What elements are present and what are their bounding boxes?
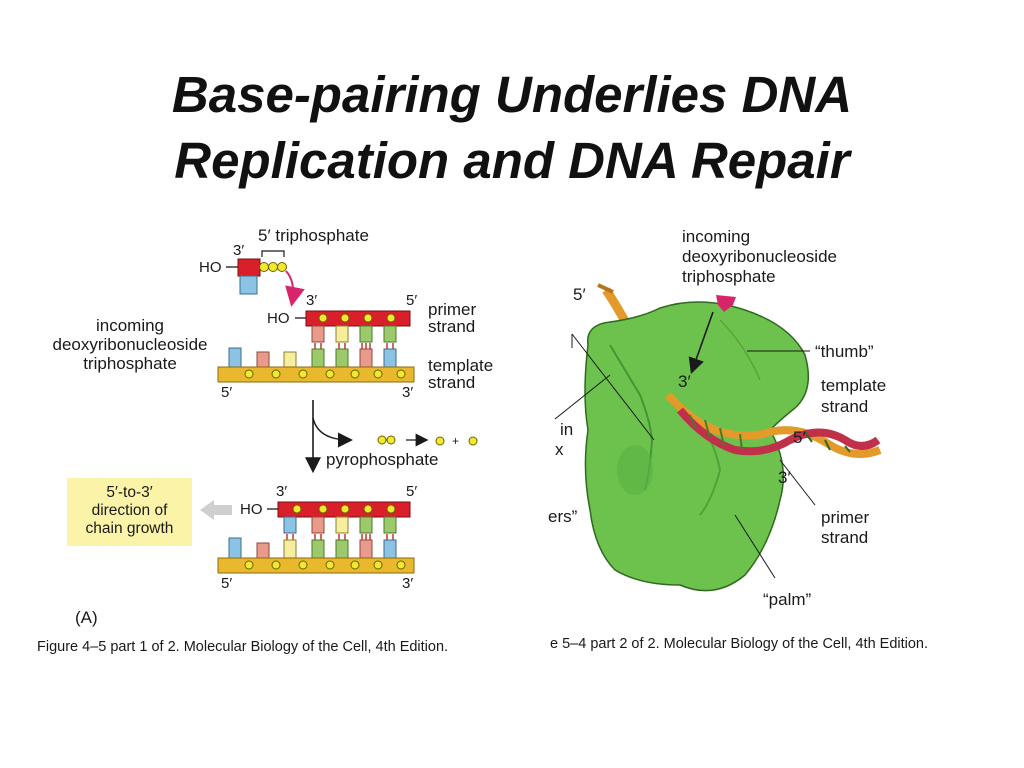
cut-label-ers: ers” bbox=[548, 507, 578, 526]
triphosphate-label: 5′ triphosphate bbox=[258, 226, 369, 245]
chain-growth-callout bbox=[67, 478, 192, 546]
three-prime-template-label: 3′ bbox=[402, 384, 414, 401]
title-line-1: Base-pairing Underlies DNA bbox=[171, 66, 853, 123]
polymerase-body bbox=[584, 301, 810, 592]
cut-label-in: in bbox=[560, 420, 574, 439]
panel-label-a: (A) bbox=[75, 608, 98, 627]
template-strand-label-1: template bbox=[428, 356, 494, 375]
template-b-label-1: template bbox=[821, 376, 887, 395]
cut-label-x: x bbox=[555, 440, 564, 459]
ho-bottom-label: HO bbox=[240, 501, 263, 518]
primer-strand-label-2: strand bbox=[428, 317, 476, 336]
upper-duplex bbox=[217, 310, 415, 383]
template-strand-label-2: strand bbox=[428, 373, 476, 392]
slide-title: Base-pairing Underlies DNA Replication a… bbox=[0, 62, 1024, 194]
incoming-a-label-3: triphosphate bbox=[83, 354, 177, 373]
incoming-nucleotide-3d bbox=[716, 295, 736, 312]
incoming-b-label-1: incoming bbox=[682, 227, 751, 246]
three-prime-bottom-template-label: 3′ bbox=[402, 575, 414, 592]
incoming-nucleotide-top bbox=[226, 250, 305, 307]
five-prime-top-b-label: 5′ bbox=[573, 285, 586, 304]
primer-b-label-2: strand bbox=[821, 528, 869, 547]
five-prime-primer-label: 5′ bbox=[406, 292, 418, 309]
callout-line-2: direction of bbox=[91, 502, 168, 519]
incoming-a-label-2: deoxyribonucleoside bbox=[52, 335, 208, 354]
five-prime-right-label: 5′ bbox=[793, 428, 806, 447]
incoming-arrow bbox=[285, 270, 305, 307]
pyrophosphate-label: pyrophosphate bbox=[326, 450, 439, 469]
figure-a-caption: Figure 4–5 part 1 of 2. Molecular Biolog… bbox=[37, 639, 449, 655]
primer-strand-label-1: primer bbox=[428, 300, 477, 319]
chain-growth-callout-text: 5′-to-3′ direction of chain growth bbox=[67, 484, 192, 538]
ho-top-label: HO bbox=[199, 259, 222, 276]
incoming-a-label-1: incoming bbox=[95, 316, 165, 335]
plus-sign: + bbox=[452, 434, 460, 448]
incoming-b-label-2: deoxyribonucleoside bbox=[682, 247, 837, 266]
incoming-b-label-3: triphosphate bbox=[682, 267, 776, 286]
palm-label: “palm” bbox=[763, 590, 812, 609]
primer-b-label-1: primer bbox=[821, 508, 870, 527]
title-line-2: Replication and DNA Repair bbox=[174, 132, 850, 189]
five-prime-template-label: 5′ bbox=[221, 384, 233, 401]
three-prime-right-label: 3′ bbox=[778, 468, 791, 487]
five-prime-bottom-template-label: 5′ bbox=[221, 575, 233, 592]
three-prime-primer-label: 3′ bbox=[306, 292, 318, 309]
callout-line-3: chain growth bbox=[85, 520, 174, 537]
three-prime-center-label: 3′ bbox=[678, 372, 691, 391]
ho-primer-label: HO bbox=[267, 310, 290, 327]
three-prime-bottom-label: 3′ bbox=[276, 483, 288, 500]
direction-arrow bbox=[200, 500, 232, 520]
triphosphate-bracket bbox=[261, 250, 285, 257]
figure-b-caption: e 5–4 part 2 of 2. Molecular Biology of … bbox=[550, 636, 929, 652]
three-prime-top-label: 3′ bbox=[233, 242, 245, 259]
template-b-label-2: strand bbox=[821, 397, 869, 416]
thumb-label: “thumb” bbox=[815, 342, 874, 361]
reaction-arrow bbox=[305, 400, 478, 474]
callout-line-1: 5′-to-3′ bbox=[106, 484, 153, 501]
lower-duplex bbox=[217, 501, 415, 574]
five-prime-bottom-label: 5′ bbox=[406, 483, 418, 500]
dna-helix bbox=[664, 392, 882, 458]
